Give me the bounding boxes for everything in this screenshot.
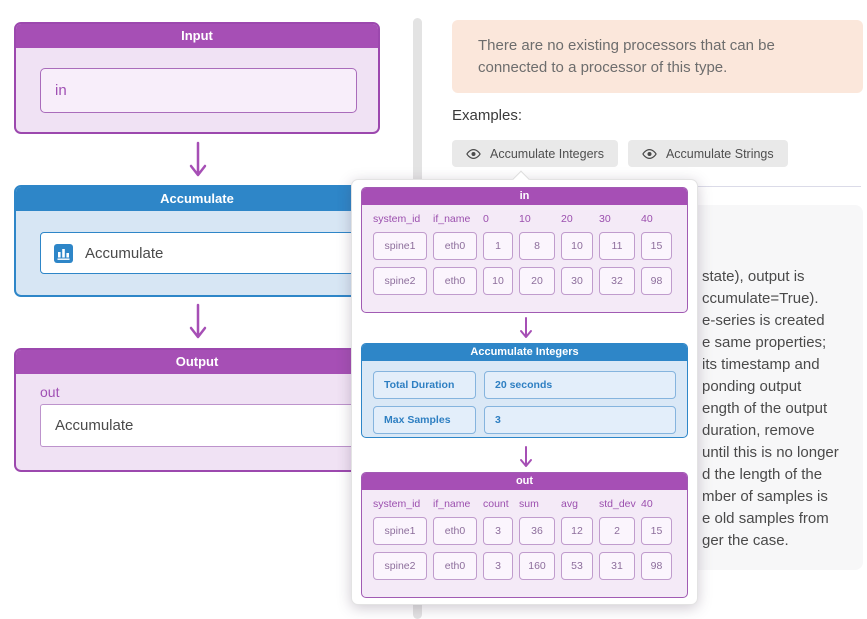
table-cell: 10	[483, 267, 513, 295]
table-cell: 10	[561, 232, 593, 260]
property-value-cell: 3	[484, 406, 676, 434]
description-text-fragments: state), output is ccumulate=True). e-ser…	[702, 268, 839, 549]
example-button-label: Accumulate Strings	[665, 146, 774, 161]
table-cell: 3	[483, 552, 513, 580]
table-cell: 160	[519, 552, 555, 580]
in-table-title: in	[362, 188, 687, 205]
output-node-title: Output	[16, 350, 378, 374]
accumulate-selector-field[interactable]: Accumulate	[40, 232, 357, 274]
accumulate-integers-example-button[interactable]: Accumulate Integers	[452, 140, 618, 167]
down-arrow-icon	[520, 446, 532, 467]
table-cell: spine2	[373, 552, 427, 580]
table-cell: 12	[561, 517, 593, 545]
down-arrow-icon	[520, 317, 532, 338]
output-processor-node: Output out Accumulate	[14, 348, 380, 472]
examples-heading: Examples:	[452, 107, 523, 124]
table-cell: 2	[599, 517, 635, 545]
eye-icon	[642, 148, 657, 159]
accumulate-node-title: Accumulate	[16, 187, 378, 211]
table-cell: 15	[641, 232, 672, 260]
table-cell: 20	[519, 267, 555, 295]
accumulate-strings-example-button[interactable]: Accumulate Strings	[627, 140, 788, 167]
input-port-field[interactable]: in	[40, 68, 357, 113]
input-processor-node: Input in	[14, 22, 380, 134]
down-arrow-icon	[189, 303, 207, 339]
processor-title: Accumulate Integers	[362, 344, 687, 361]
accumulate-field-label: Accumulate	[85, 244, 164, 262]
output-port-label: out	[40, 384, 60, 400]
table-cell: eth0	[433, 267, 477, 295]
out-table-title: out	[362, 473, 687, 490]
table-cell: 1	[483, 232, 513, 260]
eye-icon	[466, 148, 481, 159]
property-value-cell: 20 seconds	[484, 371, 676, 399]
examples-button-row: Accumulate Integers Accumulate Strings	[452, 140, 788, 167]
table-cell: 53	[561, 552, 593, 580]
no-processors-notice: There are no existing processors that ca…	[452, 20, 863, 93]
property-name-cell: Max Samples	[373, 406, 476, 434]
table-row: spine1 eth0 3 36 12 2 15	[373, 517, 676, 545]
accumulate-processor-node: Accumulate Accumulate	[14, 185, 380, 297]
table-row: spine1 eth0 1 8 10 11 15	[373, 232, 676, 260]
table-cell: spine2	[373, 267, 427, 295]
table-cell: 98	[641, 267, 672, 295]
table-cell: 30	[561, 267, 593, 295]
example-processor-node: Accumulate Integers Total Duration 20 se…	[361, 343, 688, 438]
table-cell: eth0	[433, 517, 477, 545]
example-button-label: Accumulate Integers	[490, 146, 604, 161]
table-cell: eth0	[433, 232, 477, 260]
popup-caret	[512, 170, 530, 188]
table-cell: 98	[641, 552, 672, 580]
table-cell: 3	[483, 517, 513, 545]
table-cell: spine1	[373, 232, 427, 260]
table-cell: 11	[599, 232, 635, 260]
table-cell: spine1	[373, 517, 427, 545]
output-port-field[interactable]: Accumulate	[40, 404, 357, 447]
table-cell: eth0	[433, 552, 477, 580]
bar-chart-icon	[54, 243, 73, 263]
table-cell: 31	[599, 552, 635, 580]
property-name-cell: Total Duration	[373, 371, 476, 399]
table-cell: 32	[599, 267, 635, 295]
table-cell: 15	[641, 517, 672, 545]
table-row: spine2 eth0 3 160 53 31 98	[373, 552, 676, 580]
table-cell: 8	[519, 232, 555, 260]
down-arrow-icon	[189, 141, 207, 177]
table-cell: 36	[519, 517, 555, 545]
table-row: spine2 eth0 10 20 30 32 98	[373, 267, 676, 295]
input-node-title: Input	[16, 24, 378, 48]
